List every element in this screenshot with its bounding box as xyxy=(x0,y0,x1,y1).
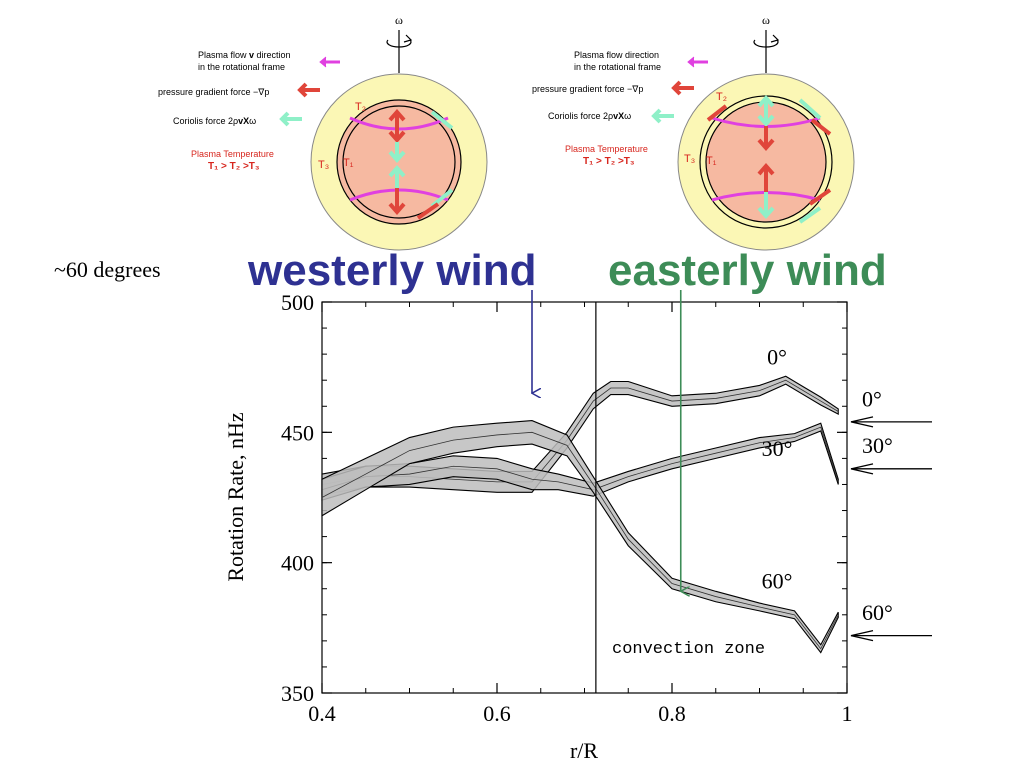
right-temp-order: T₁ > T₂ >T₃ xyxy=(583,156,635,167)
series-group xyxy=(321,375,839,654)
right-omega-label: ω xyxy=(762,13,770,27)
right-t3-label: T₃ xyxy=(684,153,695,165)
left-pressure-legend: pressure gradient force −∇p xyxy=(158,87,269,97)
right-t1-label: T₁ xyxy=(706,155,717,167)
series-label-outside: 60° xyxy=(862,600,893,625)
left-t3-label: T₃ xyxy=(318,159,329,171)
right-flow-legend: Plasma flow direction xyxy=(574,50,659,60)
westerly-wind-label: westerly wind xyxy=(247,246,537,295)
right-t2-label: T₂ xyxy=(716,91,727,103)
series-pointer-arrowhead xyxy=(850,630,874,642)
x-tick-label: 1 xyxy=(842,701,853,726)
right-coriolis-legend: Coriolis force 2ρvXω xyxy=(548,111,631,121)
y-axis: 350 400 450 500 xyxy=(281,290,847,706)
left-temp-title: Plasma Temperature xyxy=(191,149,274,159)
right-sun-diagram: ω T₂ T₁ T₃ Plasma flow direction in the … xyxy=(532,13,855,251)
right-coriolis-arrow-icon xyxy=(651,108,674,124)
x-tick-label: 0.6 xyxy=(483,701,511,726)
y-tick-label: 450 xyxy=(281,420,314,445)
left-rotation-arrow-icon xyxy=(386,39,412,48)
y-axis-label: Rotation Rate, nHz xyxy=(223,412,248,581)
left-pressure-arrow-icon xyxy=(297,82,320,98)
series-label-outside: 0° xyxy=(862,386,882,411)
left-t1-label: T₁ xyxy=(343,157,354,169)
sixty-degrees-label: ~60 degrees xyxy=(54,257,161,282)
left-coriolis-legend: Coriolis force 2ρvXω xyxy=(173,116,256,126)
convection-zone-label: convection zone xyxy=(612,640,765,659)
series-band-1 xyxy=(321,422,839,501)
easterly-wind-label: easterly wind xyxy=(608,246,887,295)
left-flow-legend: Plasma flow v direction xyxy=(198,50,291,60)
series-labels-inside: 0° 30° 60° xyxy=(762,345,793,594)
series-label-inside: 0° xyxy=(767,345,787,370)
wind-arrows xyxy=(532,290,681,591)
x-tick-label: 0.8 xyxy=(658,701,686,726)
x-tick-label: 0.4 xyxy=(308,701,336,726)
right-rotation-arrow-icon xyxy=(753,39,779,48)
left-omega-label: ω xyxy=(395,13,403,27)
right-flow-legend-line2: in the rotational frame xyxy=(574,62,661,72)
right-pressure-legend: pressure gradient force −∇p xyxy=(532,84,643,94)
right-temp-title: Plasma Temperature xyxy=(565,144,648,154)
series-labels-outside: 0° 30° 60° xyxy=(850,386,932,642)
y-tick-label: 400 xyxy=(281,551,314,576)
left-coriolis-arrow-icon xyxy=(279,111,302,127)
y-tick-label: 500 xyxy=(281,290,314,315)
left-temp-order: T₁ > T₂ >T₃ xyxy=(208,161,260,172)
y-tick-label: 350 xyxy=(281,681,314,706)
left-sun-diagram: ω T₂ T₁ T₃ Plasma flow v direction in th… xyxy=(158,13,488,251)
left-t2-label: T₂ xyxy=(355,101,366,113)
series-label-inside: 60° xyxy=(762,569,793,594)
right-pressure-arrow-icon xyxy=(671,80,694,96)
series-label-outside: 30° xyxy=(862,433,893,458)
series-pointer-arrowhead xyxy=(850,416,874,428)
series-label-inside: 30° xyxy=(762,436,793,461)
x-axis-label: r/R xyxy=(570,738,598,763)
series-line-2 xyxy=(321,431,839,650)
series-pointer-arrowhead xyxy=(850,463,874,475)
x-axis: 0.4 0.6 0.8 1 xyxy=(308,302,853,726)
left-flow-legend-line2: in the rotational frame xyxy=(198,62,285,72)
